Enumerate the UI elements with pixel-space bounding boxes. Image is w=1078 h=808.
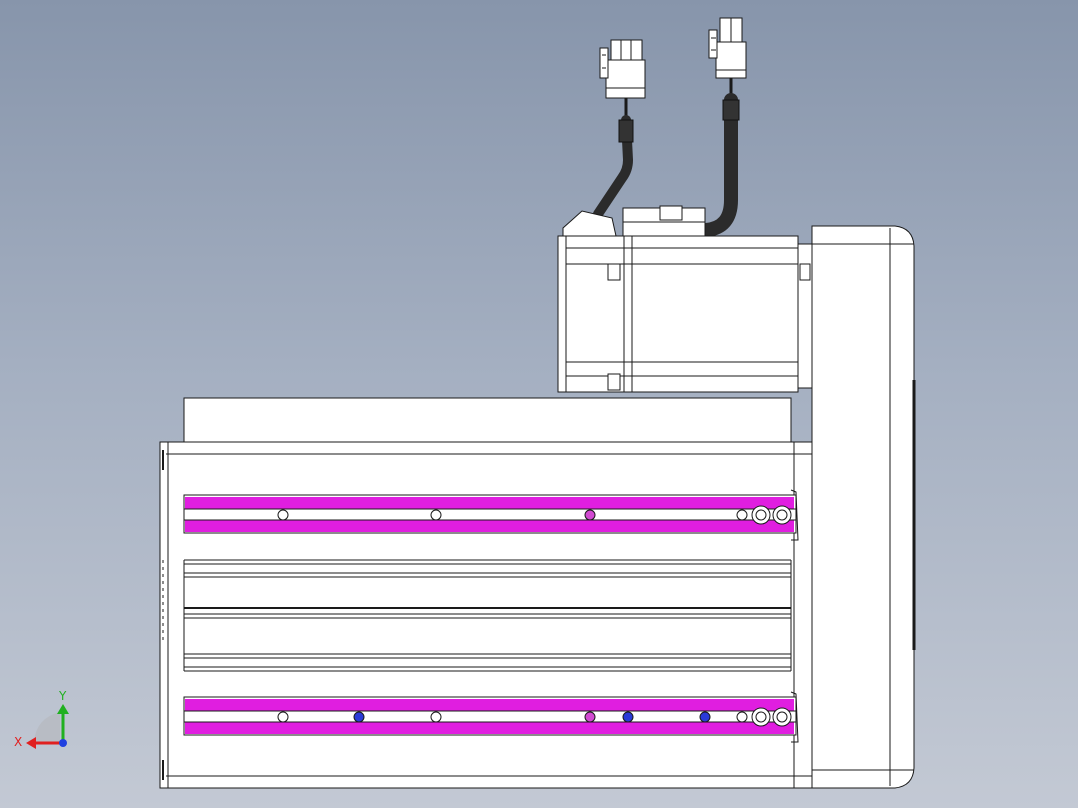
lower-slot [183,691,799,743]
cable-right [699,93,740,237]
y-axis-label: Y [58,689,67,703]
x-axis-label: X [14,735,22,749]
carriage-block [183,397,792,443]
triad-plane [34,712,60,742]
connector-left [599,39,646,120]
connector-right [708,17,747,100]
linear-base [159,441,813,789]
cable-left [593,115,634,219]
z-axis-dot [59,739,67,747]
coordinate-triad[interactable]: Y X [14,689,69,749]
servo-motor [557,205,813,393]
end-housing [811,225,916,789]
upper-slot [183,489,799,541]
